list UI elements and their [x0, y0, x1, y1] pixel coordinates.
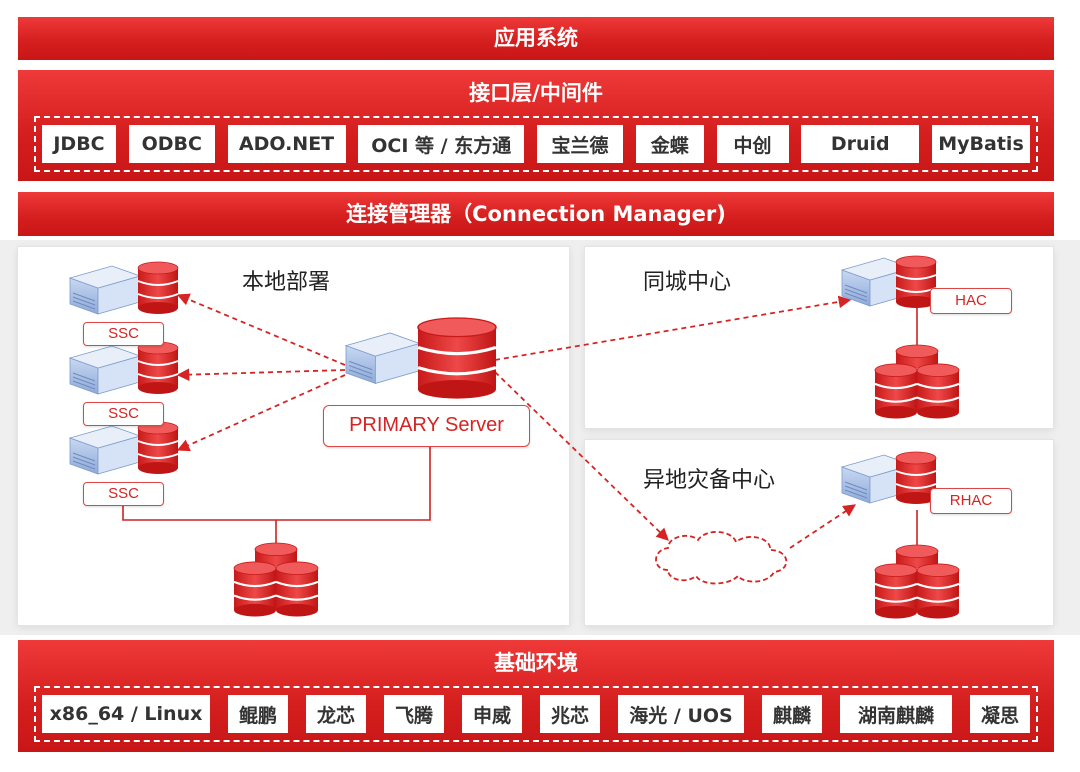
base-env-bar: 基础环境 x86_64 / Linux 鲲鹏龙芯飞腾申威兆芯海光 / UOS 麒麟湖…	[18, 640, 1054, 752]
local-deploy-title: 本地部署	[242, 270, 331, 295]
interface-chip: MyBatis	[932, 125, 1030, 163]
interface-chip: OCI 等 / 东方通	[358, 125, 525, 163]
connection-manager-title: 连接管理器（Connection Manager)	[346, 202, 726, 226]
base-env-chip: 湖南麒麟	[840, 695, 952, 733]
remote-dr-title: 异地灾备中心	[643, 468, 776, 493]
ssc-label-2: SSC	[83, 402, 164, 426]
base-env-chip: 飞腾	[384, 695, 444, 733]
interface-items-row: JDBC ODBC ADO.NET OCI 等 / 东方通宝兰德金蝶中创 Druid My…	[34, 116, 1038, 172]
base-env-title: 基础环境	[494, 651, 578, 675]
ssc-label-3: SSC	[83, 482, 164, 506]
hac-label: HAC	[930, 288, 1012, 314]
rhac-label: RHAC	[930, 488, 1012, 514]
interface-chip: JDBC	[42, 125, 116, 163]
interface-chip: 金蝶	[635, 125, 704, 163]
connection-manager-bar: 连接管理器（Connection Manager)	[18, 192, 1054, 236]
base-env-items-row: x86_64 / Linux 鲲鹏龙芯飞腾申威兆芯海光 / UOS 麒麟湖南麒麟凝思	[34, 686, 1038, 742]
base-env-chip: 鲲鹏	[228, 695, 288, 733]
interface-layer-bar: 接口层/中间件 JDBC ODBC ADO.NET OCI 等 / 东方通宝兰德金蝶中…	[18, 70, 1054, 181]
interface-chip: 中创	[716, 125, 789, 163]
interface-chip: ODBC	[128, 125, 215, 163]
interface-chip: ADO.NET	[227, 125, 346, 163]
primary-server-label: PRIMARY Server	[323, 405, 530, 447]
base-env-chip: 海光 / UOS	[618, 695, 744, 733]
app-layer-title: 应用系统	[494, 26, 578, 50]
interface-chip: Druid	[801, 125, 920, 163]
base-env-chip: 申威	[462, 695, 522, 733]
same-city-title: 同城中心	[643, 270, 732, 295]
ssc-label-1: SSC	[83, 322, 164, 346]
interface-layer-title: 接口层/中间件	[469, 81, 603, 105]
base-env-chip: 麒麟	[762, 695, 822, 733]
base-env-chip: 凝思	[970, 695, 1030, 733]
interface-chip: 宝兰德	[537, 125, 623, 163]
base-env-chip: 龙芯	[306, 695, 366, 733]
base-env-chip: 兆芯	[540, 695, 600, 733]
base-env-chip: x86_64 / Linux	[42, 695, 210, 733]
app-layer-bar: 应用系统	[18, 17, 1054, 60]
